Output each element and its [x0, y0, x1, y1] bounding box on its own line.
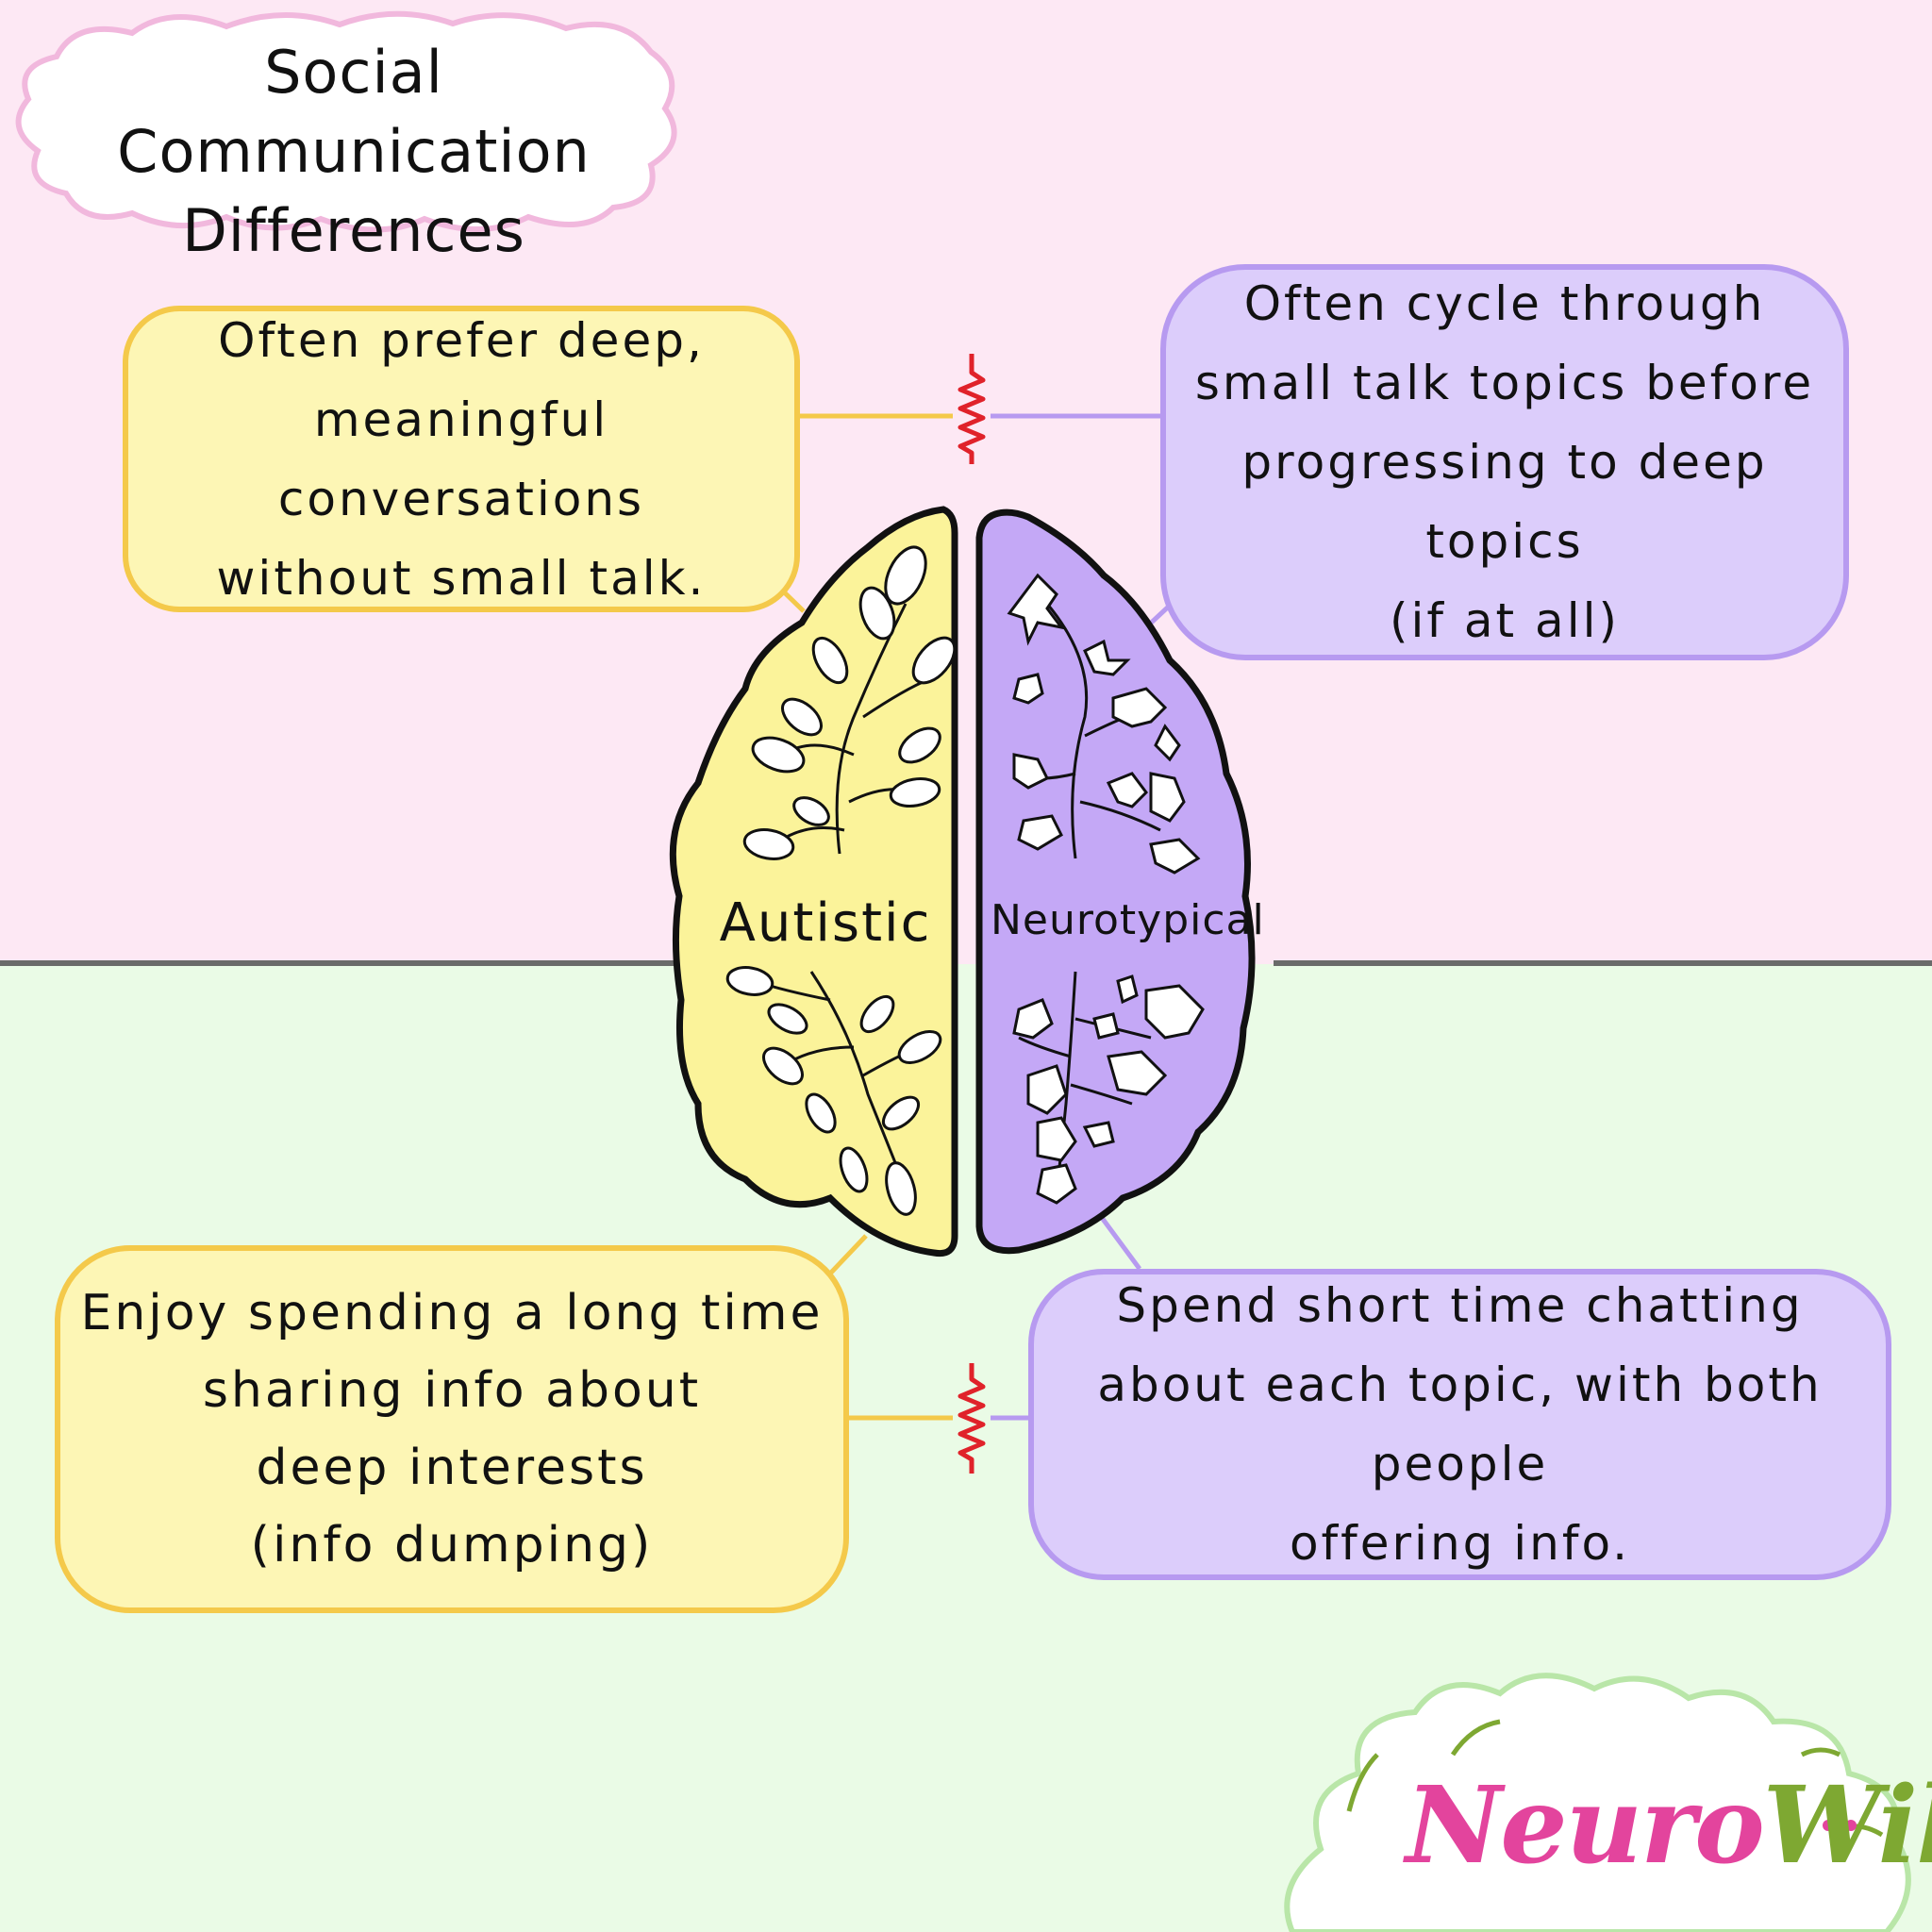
- vine-neurotypical-bottom: [1012, 971, 1205, 1205]
- page-title: Social Communication Differences: [28, 33, 679, 271]
- brain-right-hemisphere: [975, 508, 1256, 1255]
- brain-label-autistic: Autistic: [719, 892, 932, 954]
- box-line: meaningful conversations: [277, 391, 645, 526]
- neurotypical-top-box: Often cycle through small talk topics be…: [1160, 264, 1849, 660]
- box-line: about each topic, with both people: [1097, 1357, 1823, 1491]
- box-line: progressing to deep topics: [1241, 435, 1768, 569]
- box-line: (info dumping): [250, 1517, 654, 1574]
- title-line: Differences: [182, 196, 525, 265]
- vine-autistic-top: [742, 545, 957, 860]
- title-line: Social Communication: [117, 38, 591, 186]
- stem-autistic-bottom: [828, 1234, 868, 1275]
- title-cloud: [15, 10, 677, 233]
- mismatch-mark-bottom: [958, 1363, 986, 1474]
- logo-part-neuro: Neuro: [1406, 1764, 1765, 1888]
- box-line: deep interests: [256, 1440, 648, 1496]
- box-line: small talk topics before: [1194, 356, 1815, 410]
- box-line: Often cycle through: [1243, 276, 1766, 331]
- box-line: offering info.: [1289, 1516, 1631, 1571]
- brand-logo: NeuroWild: [1406, 1764, 1932, 1888]
- box-line: Often prefer deep,: [218, 312, 705, 368]
- vine-neurotypical-top: [1007, 573, 1201, 874]
- logo-part-wild: Wild: [1762, 1764, 1932, 1888]
- autistic-top-box: Often prefer deep, meaningful conversati…: [123, 306, 800, 612]
- vine-autistic-bottom: [725, 966, 942, 1216]
- brain-label-neurotypical: Neurotypical: [991, 896, 1265, 944]
- flower-icon: [1823, 1820, 1857, 1843]
- divider-right: [1274, 960, 1932, 966]
- logo-cloud: [1284, 1673, 1911, 1932]
- box-line: Spend short time chatting: [1116, 1278, 1804, 1333]
- box-line: without small talk.: [216, 550, 707, 606]
- neurotypical-bottom-box: Spend short time chatting about each top…: [1028, 1269, 1891, 1580]
- box-line: (if at all): [1390, 593, 1620, 648]
- mismatch-mark-top: [958, 354, 986, 464]
- brain-left-hemisphere: [669, 506, 958, 1257]
- divider-left: [0, 960, 679, 966]
- box-line: sharing info about: [202, 1362, 702, 1419]
- autistic-bottom-box: Enjoy spending a long time sharing info …: [55, 1245, 849, 1613]
- box-line: Enjoy spending a long time: [80, 1285, 824, 1341]
